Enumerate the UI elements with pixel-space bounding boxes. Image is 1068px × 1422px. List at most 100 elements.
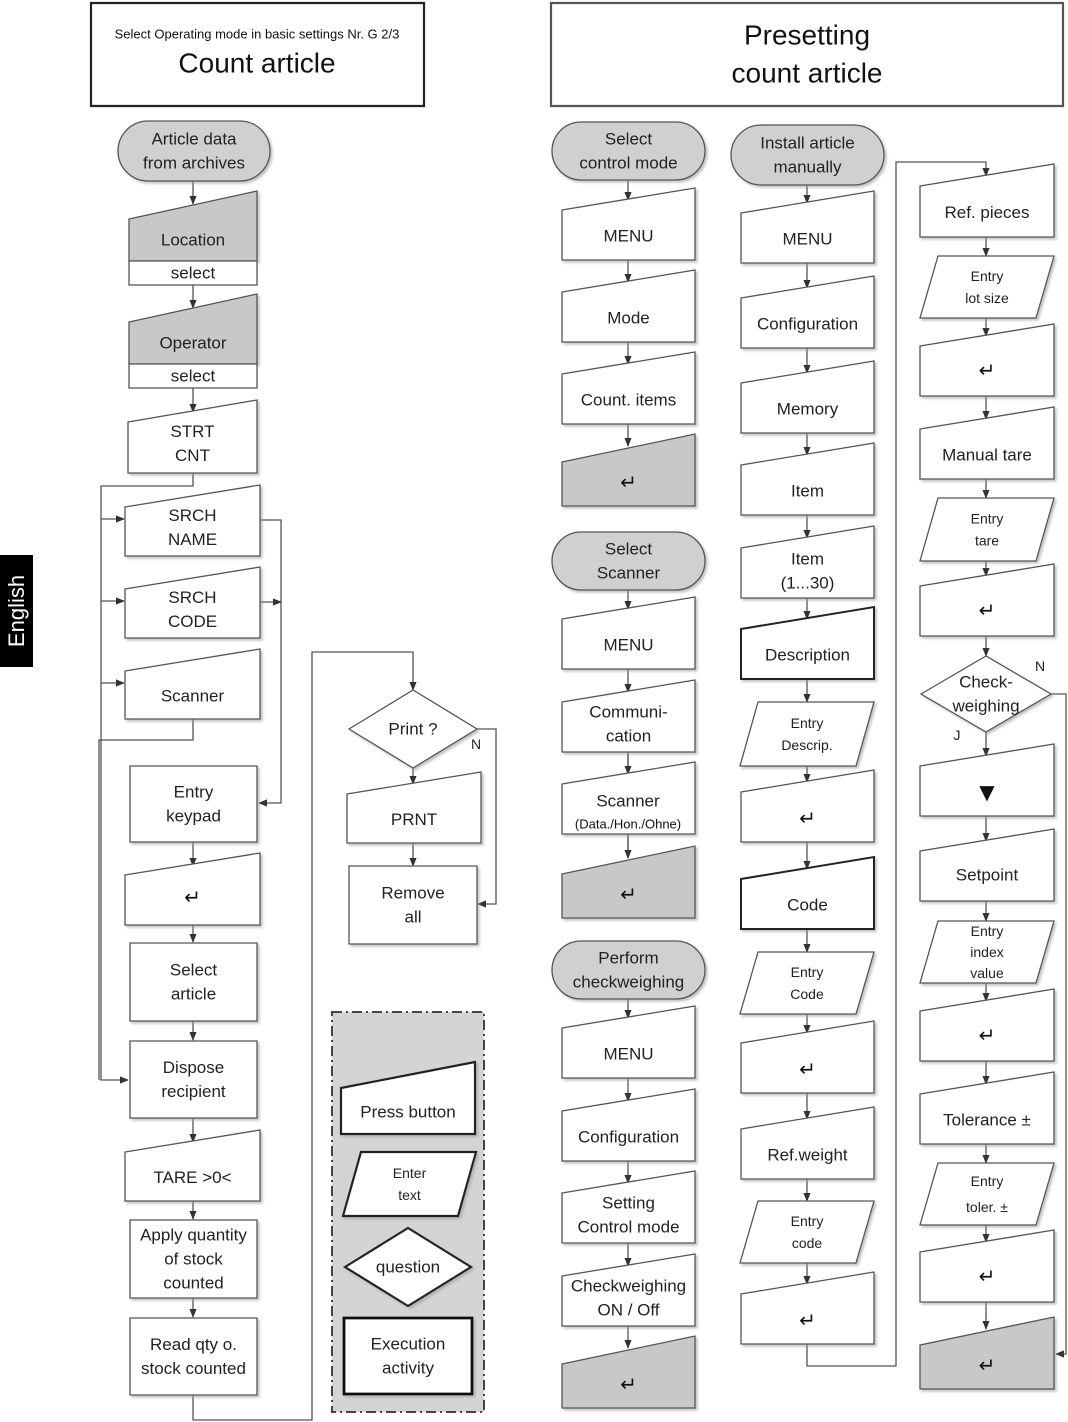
dispose-recipient-box: [129, 1040, 258, 1119]
code-button-label: Code: [787, 896, 828, 915]
mode-button: [561, 269, 696, 343]
srch-code-button-label-line-2: CODE: [168, 612, 217, 631]
dispose-recipient-box-label-line-2: recipient: [161, 1082, 226, 1101]
scanner-button: [124, 648, 261, 720]
legend-press-button-label: Press button: [360, 1103, 455, 1122]
enter-key-a-label: ↵: [184, 885, 201, 909]
menu-button-install: [740, 190, 875, 264]
entry-keypad-box-label-line-1: Entry: [174, 783, 214, 802]
enter-key-checkweighing-label: ↵: [620, 1372, 637, 1396]
left-header-line2: Count article: [178, 48, 335, 79]
left-header-box: [89, 1, 426, 108]
enter-key-preset-3: [919, 988, 1055, 1062]
setting-control-mode-button: [561, 1170, 696, 1244]
srch-name-button-label-line-2: NAME: [168, 530, 217, 549]
entry-index-value-field-label-line-2: index: [970, 944, 1003, 960]
count-items-button-label: Count. items: [581, 391, 676, 410]
entry-code-field-label-line-1: Entry: [791, 964, 824, 980]
enter-key-preset-2-label: ↵: [979, 598, 996, 622]
start-perform-checkweighing: [551, 940, 706, 1000]
down-key-button-label: ▼: [979, 780, 995, 804]
entry-index-value-field-label-line-1: Entry: [971, 923, 1004, 939]
tolerance-button-label: Tolerance ±: [943, 1111, 1031, 1130]
prnt-button-label: PRNT: [391, 810, 437, 829]
remove-all-box-label-line-2: all: [404, 908, 421, 927]
remove-all-box: [348, 865, 478, 945]
entry-toler-field-label-line-2: toler. ±: [966, 1199, 1008, 1215]
srch-name-button-label-line-1: SRCH: [168, 506, 216, 525]
enter-key-preset-4-label: ↵: [979, 1264, 996, 1288]
enter-key-install-1: [740, 769, 875, 843]
apply-quantity-box-label-line-2: of stock: [164, 1250, 223, 1269]
enter-key-preset-4: [919, 1229, 1055, 1303]
operator-button-label: Operator: [159, 334, 226, 353]
entry-keypad-box-label-line-2: keypad: [166, 807, 221, 826]
menu-button-scanner: [561, 596, 696, 670]
remove-all-box-label-line-1: Remove: [381, 884, 444, 903]
read-qty-box-label-line-2: stock counted: [141, 1359, 246, 1378]
configuration-button-install: [740, 275, 875, 349]
manual-tare-button: [919, 406, 1055, 480]
entry-descrip-field-label-line-2: Descrip.: [781, 737, 832, 753]
entry-index-value-field-label-line-3: value: [970, 965, 1004, 981]
scanner-options-label: Scanner: [596, 792, 660, 811]
legend-enter-text-label-line-1: Enter: [393, 1165, 427, 1181]
description-button: [740, 605, 875, 680]
entry-tare-field: [919, 497, 1055, 562]
description-button-label: Description: [765, 646, 850, 665]
arrow-check-no-to-final: [1051, 693, 1067, 1358]
enter-key-control-mode-label: ↵: [620, 470, 637, 494]
check-weighing-diamond-label-line-1: Check-: [959, 673, 1013, 692]
right-header-line1: Presetting: [744, 20, 870, 51]
right-header-line2: count article: [732, 58, 883, 89]
arrow-strt-to-dispose: [100, 473, 194, 1084]
memory-button-label: Memory: [777, 400, 839, 419]
ref-pieces-button-label: Ref. pieces: [944, 203, 1029, 222]
read-qty-box: [129, 1317, 258, 1396]
enter-key-preset-final-label: ↵: [979, 1353, 996, 1377]
enter-key-preset-1-label: ↵: [979, 358, 996, 382]
check-weighing-diamond-label-line-2: weighing: [951, 697, 1019, 716]
read-qty-box-label-line-1: Read qty o.: [150, 1335, 237, 1354]
memory-button: [740, 360, 875, 434]
start-select-control-mode: [551, 121, 706, 181]
location-select-box-label: select: [171, 264, 216, 283]
setting-control-mode-button-label-line-2: Control mode: [577, 1218, 679, 1237]
communication-button-label-line-2: cation: [606, 727, 651, 746]
item-range-button-label-line-1: Item: [791, 550, 824, 569]
start-perform-checkweighing-label-line-1: Perform: [598, 949, 658, 968]
srch-name-button: [124, 484, 261, 557]
enter-key-control-mode: [561, 433, 696, 507]
item-button-label: Item: [791, 482, 824, 501]
enter-key-scanner: [561, 845, 696, 919]
print-question-diamond: [347, 689, 479, 769]
tare-button: [124, 1129, 261, 1202]
tare-button-label: TARE >0<: [153, 1168, 231, 1187]
scanner-options-values: (Data./Hon./Ohne): [575, 817, 681, 832]
entry-descrip-field: [739, 701, 875, 767]
item-range-button-label-line-2: (1...30): [781, 574, 835, 593]
start-article-archives-label-line-2: from archives: [143, 154, 245, 173]
apply-quantity-box-label-line-3: counted: [163, 1274, 224, 1293]
start-install-article-label-line-2: manually: [773, 158, 842, 177]
arrow-scanner-to-dispose: [98, 719, 194, 1080]
ref-weight-button-label: Ref.weight: [767, 1146, 848, 1165]
apply-quantity-box: [129, 1219, 258, 1299]
location-select-box: [128, 260, 258, 286]
prnt-button: [346, 771, 482, 844]
menu-button-control-mode-label: MENU: [603, 227, 653, 246]
strt-cnt-button-label-line-2: CNT: [175, 446, 210, 465]
entry-toler-field: [919, 1162, 1055, 1226]
legend-press-button: [339, 1060, 477, 1136]
operator-select-box: [128, 363, 258, 389]
entry-tare-field-label-line-1: Entry: [971, 511, 1004, 527]
count-items-button: [561, 351, 696, 425]
manual-tare-button-label: Manual tare: [942, 446, 1032, 465]
communication-button: [561, 679, 696, 753]
entry-keypad-box: [129, 765, 258, 843]
ref-weight-button: [740, 1106, 875, 1180]
apply-quantity-box-label-line-1: Apply quantity: [140, 1226, 247, 1245]
legend-execution-activity: [342, 1316, 474, 1396]
entry-code-2-field: [739, 1200, 875, 1264]
scanner-button-label: Scanner: [161, 687, 225, 706]
